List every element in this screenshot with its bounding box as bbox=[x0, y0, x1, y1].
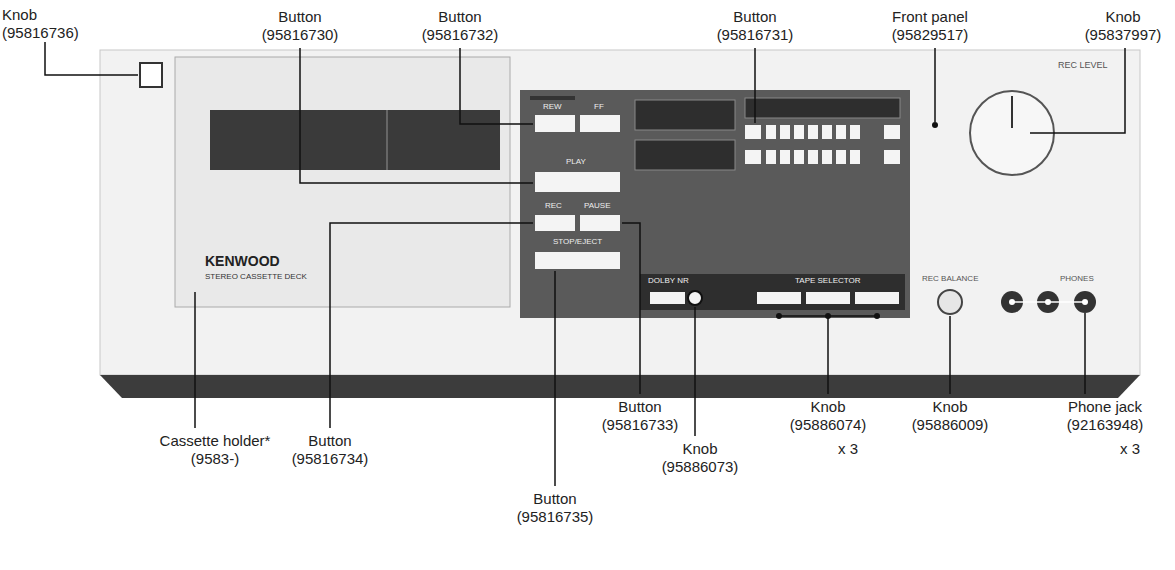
callout-label: Cassette holder* (9583-) bbox=[150, 432, 280, 468]
front-panel bbox=[100, 50, 1140, 375]
quantity-note: x 3 bbox=[1120, 440, 1140, 458]
control-section bbox=[520, 90, 910, 318]
panel-marking: REW bbox=[543, 102, 562, 112]
window-divider bbox=[386, 110, 388, 170]
callout-label: Knob (95886074) bbox=[780, 398, 876, 434]
callout-label: Button (95816731) bbox=[707, 8, 803, 44]
knob-pointer bbox=[1011, 96, 1013, 128]
cassette-window bbox=[210, 110, 500, 170]
callout-label: Front panel (95829517) bbox=[880, 8, 980, 44]
panel-marking: TAPE SELECTOR bbox=[795, 276, 861, 286]
panel-marking: REC LEVEL bbox=[1058, 60, 1108, 71]
panel-marking: REC BALANCE bbox=[922, 274, 978, 284]
brand-marking: KENWOOD bbox=[205, 252, 280, 270]
callout-label: Button (95816733) bbox=[592, 398, 688, 434]
callout-label: Button (95816732) bbox=[412, 8, 508, 44]
model-marking: STEREO CASSETTE DECK bbox=[205, 272, 307, 282]
play-button bbox=[535, 172, 620, 192]
rec-button bbox=[535, 215, 575, 231]
power-knob bbox=[140, 63, 162, 87]
counter bbox=[530, 96, 575, 100]
selector-buttons bbox=[650, 292, 899, 304]
panel-marking: FF bbox=[594, 102, 604, 112]
dolby-knob bbox=[688, 291, 702, 305]
leader-dots bbox=[776, 313, 880, 319]
callout-label: Knob (95886009) bbox=[902, 398, 998, 434]
level-meter bbox=[745, 125, 900, 164]
rew-button bbox=[535, 115, 575, 132]
pause-button bbox=[580, 215, 620, 231]
indicator-panel bbox=[635, 100, 735, 130]
callout-label: Knob (95816736) bbox=[2, 6, 98, 42]
panel-marking: REC bbox=[545, 201, 562, 211]
callout-label: Button (95816735) bbox=[507, 490, 603, 526]
rec-balance-knob bbox=[938, 290, 962, 314]
display-window bbox=[745, 98, 900, 118]
leader-dot bbox=[932, 122, 938, 128]
ff-button bbox=[580, 115, 620, 132]
panel-marking: STOP/EJECT bbox=[553, 237, 602, 247]
deck-base bbox=[100, 375, 1140, 398]
callout-label: Button (95816730) bbox=[252, 8, 348, 44]
callout-label: Phone jack (92163948) bbox=[1050, 398, 1160, 434]
callout-label: Button (95816734) bbox=[282, 432, 378, 468]
callout-label: Knob (95886073) bbox=[652, 440, 748, 476]
leader-lines bbox=[45, 42, 1125, 486]
callout-label: Knob (95837997) bbox=[1075, 8, 1171, 44]
panel-marking: PLAY bbox=[566, 157, 586, 167]
panel-marking: DOLBY NR bbox=[648, 276, 689, 286]
quantity-note: x 3 bbox=[838, 440, 858, 458]
indicator-panel bbox=[635, 140, 735, 170]
selector-bar bbox=[640, 274, 905, 310]
stop-eject-button bbox=[535, 252, 620, 269]
panel-marking: PAUSE bbox=[584, 201, 611, 211]
panel-marking: PHONES bbox=[1060, 274, 1094, 284]
jack-dots bbox=[1009, 299, 1088, 305]
